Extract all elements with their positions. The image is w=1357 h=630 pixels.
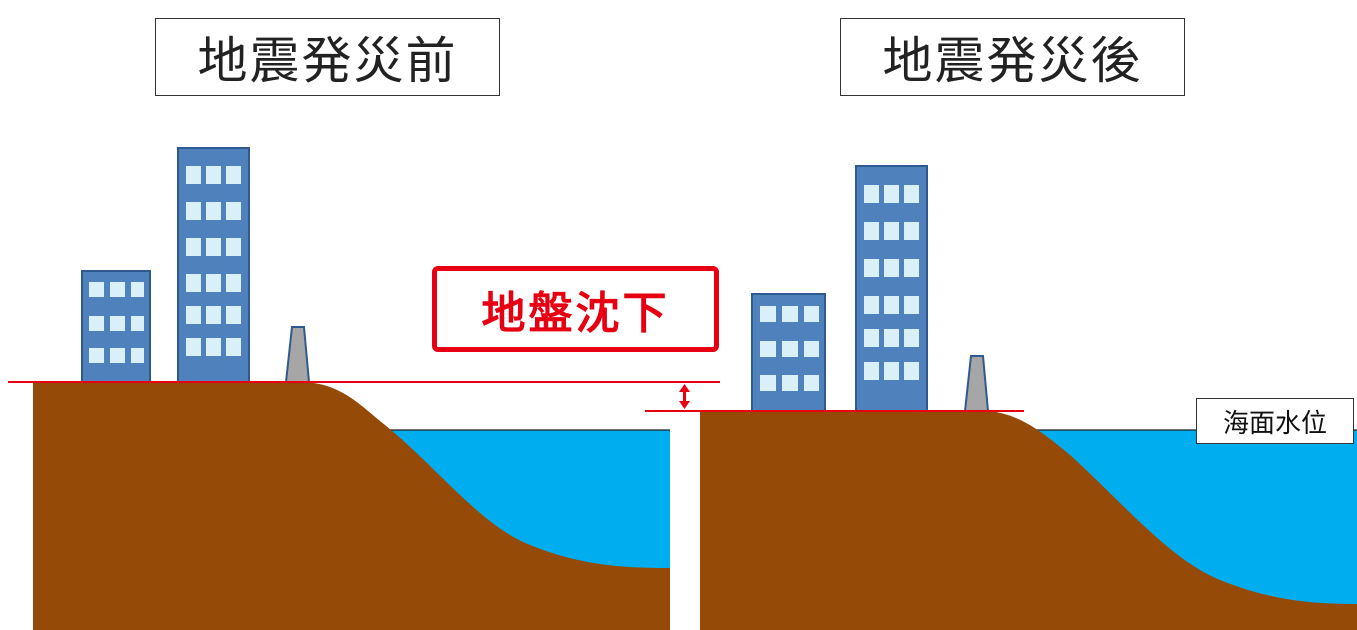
windows	[864, 185, 919, 380]
vertical-double-arrow-icon	[679, 384, 690, 409]
windows	[186, 166, 241, 356]
building-small-after	[751, 293, 826, 412]
building-small-before	[81, 270, 151, 383]
ground-after	[700, 411, 1357, 630]
title-before-earthquake: 地震発災前	[155, 18, 500, 96]
building-tall-before	[177, 147, 250, 383]
title-after-earthquake: 地震発災後	[840, 18, 1185, 96]
windows	[89, 282, 144, 363]
monument-icon	[284, 326, 311, 383]
building-tall-after	[855, 165, 928, 412]
windows	[760, 306, 819, 391]
sea-level-label: 海面水位	[1196, 398, 1354, 444]
before-panel	[8, 147, 720, 630]
after-panel	[645, 165, 1357, 630]
monument-icon	[963, 355, 990, 412]
subsidence-label: 地盤沈下	[432, 266, 719, 352]
ground-before	[33, 382, 670, 630]
